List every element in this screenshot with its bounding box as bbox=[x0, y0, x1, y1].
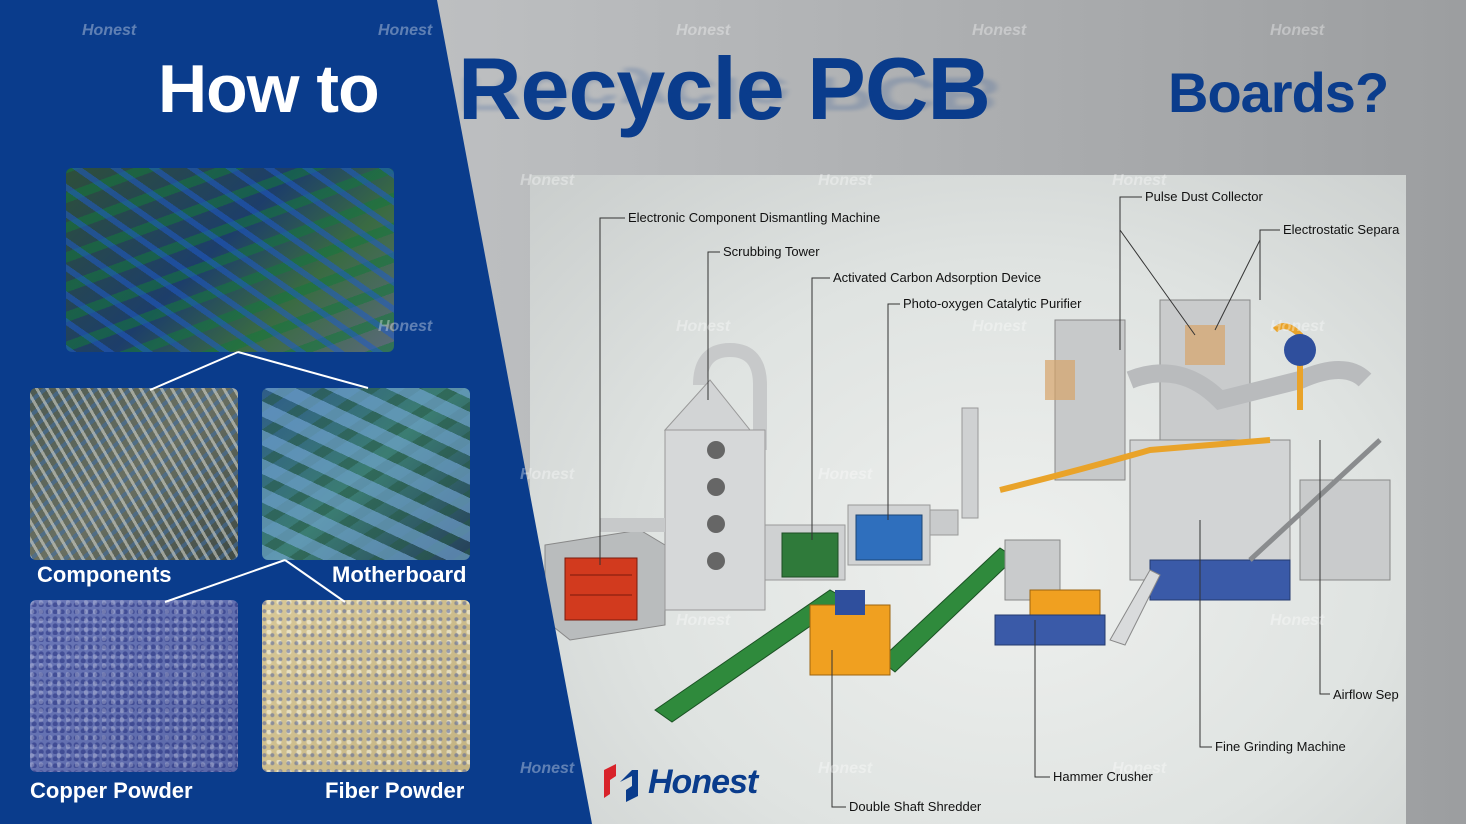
watermark: Honest bbox=[676, 22, 731, 39]
scrubbing-tower bbox=[600, 342, 767, 611]
fiber-powder-label: Fiber Powder bbox=[325, 778, 465, 803]
honest-logo-icon bbox=[600, 762, 642, 802]
honest-logo-text: Honest bbox=[648, 762, 758, 801]
label-leader-lines bbox=[599, 196, 1330, 808]
copper-powder-label: Copper Powder bbox=[30, 778, 193, 803]
pcb-board-photo bbox=[66, 168, 394, 352]
watermark: Honest bbox=[520, 466, 575, 483]
label-pulse-dust-collector: Pulse Dust Collector bbox=[1145, 189, 1263, 204]
copper-powder-photo bbox=[30, 600, 238, 772]
watermark: Honest bbox=[1270, 612, 1325, 629]
label-activated-carbon: Activated Carbon Adsorption Device bbox=[833, 270, 1042, 285]
title-part-boards: Boards? bbox=[1168, 61, 1389, 124]
conveyor-belts bbox=[654, 547, 1016, 723]
watermark: Honest bbox=[972, 22, 1027, 39]
label-airflow-separator: Airflow Sep bbox=[1333, 687, 1399, 702]
label-hammer-crusher: Hammer Crusher bbox=[1053, 769, 1153, 784]
watermark: Honest bbox=[818, 466, 873, 483]
label-scrubbing-tower: Scrubbing Tower bbox=[723, 244, 820, 259]
watermark: Honest bbox=[520, 760, 575, 777]
title-part-how-to: How to bbox=[158, 51, 380, 127]
label-dismantling-machine: Electronic Component Dismantling Machine bbox=[628, 210, 881, 225]
photo-oxygen-purifier bbox=[847, 407, 979, 566]
watermark: Honest bbox=[378, 22, 433, 39]
label-double-shaft-shredder: Double Shaft Shredder bbox=[849, 799, 982, 814]
watermark: Honest bbox=[82, 22, 137, 39]
label-photo-oxygen: Photo-oxygen Catalytic Purifier bbox=[903, 296, 1082, 311]
honest-logo: Honest bbox=[600, 762, 758, 802]
watermark: Honest bbox=[520, 172, 575, 189]
components-label: Components bbox=[37, 562, 172, 587]
watermark: Honest bbox=[676, 318, 731, 335]
watermark: Honest bbox=[676, 612, 731, 629]
motherboard-label: Motherboard bbox=[332, 562, 467, 587]
activated-carbon-device bbox=[764, 524, 846, 581]
dust-collector-and-separators bbox=[999, 299, 1391, 646]
label-electrostatic-separator: Electrostatic Separa bbox=[1283, 222, 1400, 237]
fiber-powder-photo bbox=[262, 600, 470, 772]
watermark: Honest bbox=[1270, 22, 1325, 39]
motherboard-photo bbox=[262, 388, 470, 560]
title-part-recycle-pcb: Recycle PCB bbox=[458, 39, 991, 138]
label-fine-grinding: Fine Grinding Machine bbox=[1215, 739, 1346, 754]
watermark: Honest bbox=[1112, 172, 1167, 189]
hammer-crusher bbox=[994, 539, 1106, 646]
watermark: Honest bbox=[818, 760, 873, 777]
components-photo bbox=[30, 388, 238, 560]
dismantling-machine bbox=[544, 529, 666, 641]
watermark: Honest bbox=[1270, 318, 1325, 335]
watermark: Honest bbox=[818, 172, 873, 189]
watermark: Honest bbox=[972, 318, 1027, 335]
watermark: Honest bbox=[378, 318, 433, 335]
watermark: Honest bbox=[1112, 760, 1167, 777]
